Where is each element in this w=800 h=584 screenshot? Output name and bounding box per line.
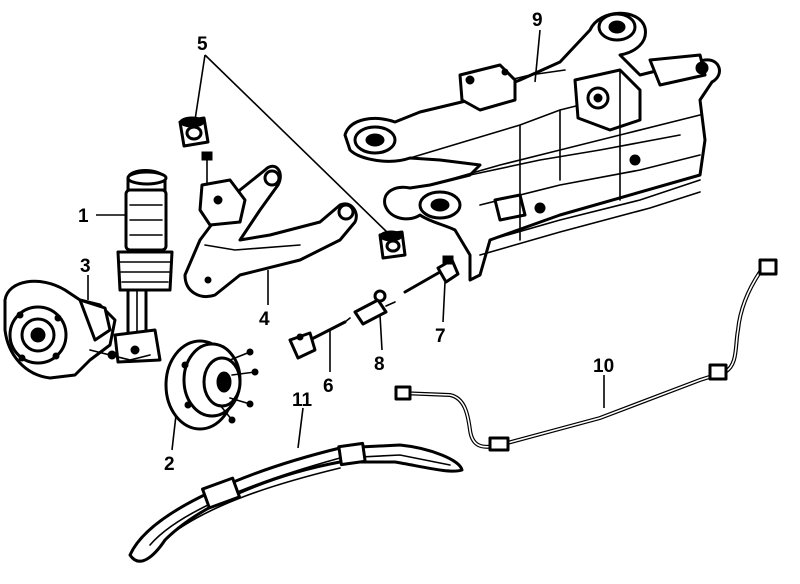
callout-4: 4 [259, 309, 270, 330]
steering-knuckle [3, 279, 151, 380]
adjuster-sleeve [353, 289, 396, 326]
callout-3: 3 [80, 256, 91, 277]
brake-line [394, 258, 778, 452]
callout-11: 11 [292, 390, 313, 411]
subframe-crossmember [343, 11, 721, 282]
lower-control-arm [183, 151, 358, 298]
leaf-spring [128, 441, 464, 563]
callout-8: 8 [374, 354, 385, 375]
hub-bearing [164, 339, 259, 431]
callout-7: 7 [435, 326, 446, 347]
callout-9: 9 [532, 10, 543, 31]
strut-assembly [113, 169, 174, 364]
callout-6: 6 [323, 376, 334, 397]
leader-lines [87, 29, 605, 451]
callout-5: 5 [197, 34, 208, 55]
outer-tie-rod [403, 255, 460, 294]
callout-1: 1 [78, 206, 89, 227]
callout-10: 10 [593, 356, 614, 377]
callout-2: 2 [164, 454, 175, 475]
inner-tie-rod [288, 317, 351, 360]
bushing-upper [178, 116, 210, 148]
bushing-lower [378, 230, 407, 260]
